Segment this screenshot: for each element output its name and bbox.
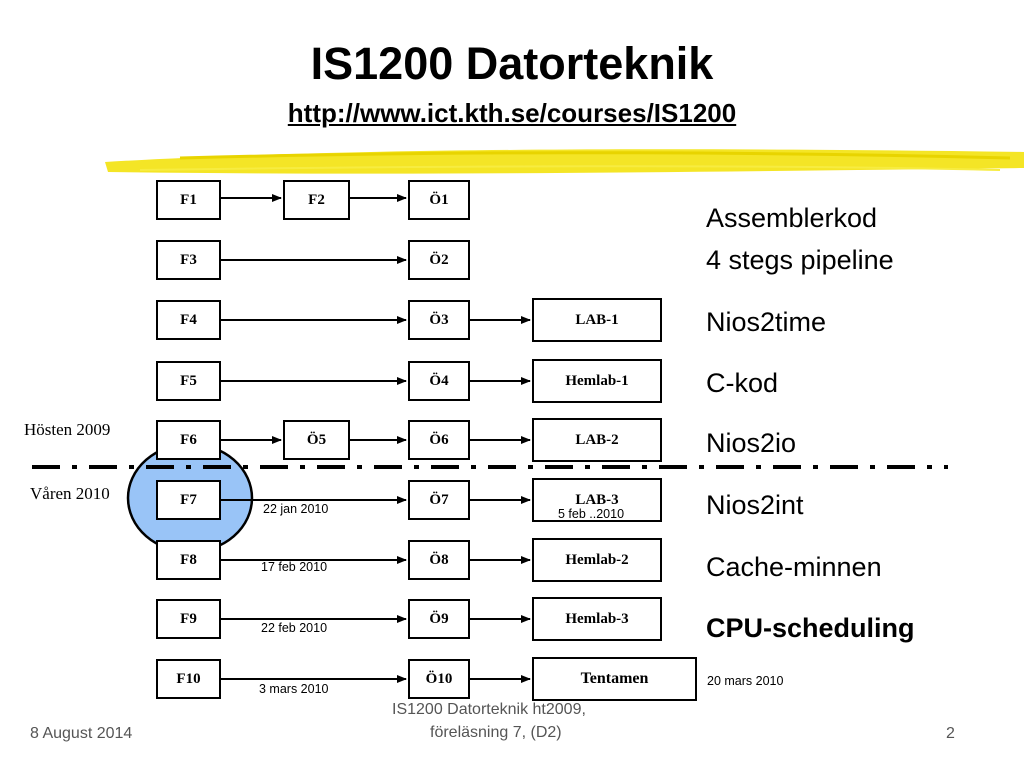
lab-box-lab2: LAB-2 <box>532 418 662 462</box>
exercise-box-o1: Ö1 <box>408 180 470 220</box>
lab-box-lab3-label: LAB-3 <box>575 492 619 508</box>
exercise-box-o5: Ö5 <box>283 420 350 460</box>
topic-nios2io: Nios2io <box>706 428 797 458</box>
exercise-box-o7: Ö7 <box>408 480 470 520</box>
exercise-box-o3: Ö3 <box>408 300 470 340</box>
lab-box-hemlab1: Hemlab-1 <box>532 359 662 403</box>
footer-page-number: 2 <box>946 725 955 742</box>
footer-course-line2: föreläsning 7, (D2) <box>430 724 562 741</box>
topic-pipeline: 4 stegs pipeline <box>706 245 894 275</box>
lab-box-hemlab2: Hemlab-2 <box>532 538 662 582</box>
exercise-box-o9: Ö9 <box>408 599 470 639</box>
semester-label-spring: Våren 2010 <box>30 484 110 503</box>
lecture-box-f6: F6 <box>156 420 221 460</box>
lecture-box-f10: F10 <box>156 659 221 699</box>
topic-cpu-scheduling: CPU-scheduling <box>706 613 915 643</box>
lecture-box-f7: F7 <box>156 480 221 520</box>
topic-c-kod: C-kod <box>706 368 779 398</box>
arrows <box>221 194 531 683</box>
lecture-box-f1: F1 <box>156 180 221 220</box>
lecture-box-f2: F2 <box>283 180 350 220</box>
exercise-box-o2: Ö2 <box>408 240 470 280</box>
lecture-box-f3: F3 <box>156 240 221 280</box>
exercise-box-o4: Ö4 <box>408 361 470 401</box>
date-note-lab3: 5 feb ..2010 <box>558 507 625 521</box>
exercise-box-o10: Ö10 <box>408 659 470 699</box>
footer-course-line1: IS1200 Datorteknik ht2009, <box>392 701 586 718</box>
topic-nios2int: Nios2int <box>706 490 804 520</box>
yellow-brush-stroke <box>105 149 1024 174</box>
lab-box-tentamen: Tentamen <box>532 657 697 701</box>
date-note-f10: 3 mars 2010 <box>259 682 329 696</box>
slide-title: IS1200 Datorteknik <box>310 38 714 89</box>
date-note-tentamen: 20 mars 2010 <box>707 674 784 688</box>
topic-assemblerkod: Assemblerkod <box>706 203 878 233</box>
topic-nios2time: Nios2time <box>706 307 827 337</box>
date-note-f9: 22 feb 2010 <box>261 621 328 635</box>
course-url-link[interactable]: http://www.ict.kth.se/courses/IS1200 <box>287 98 737 128</box>
lab-box-lab1: LAB-1 <box>532 298 662 342</box>
lecture-box-f8: F8 <box>156 540 221 580</box>
exercise-box-o8: Ö8 <box>408 540 470 580</box>
footer-date: 8 August 2014 <box>30 725 133 742</box>
lecture-box-f9: F9 <box>156 599 221 639</box>
date-note-f8: 17 feb 2010 <box>261 560 328 574</box>
lecture-box-f5: F5 <box>156 361 221 401</box>
lab-box-lab3: LAB-3 <box>532 478 662 522</box>
semester-label-fall: Hösten 2009 <box>24 420 111 439</box>
lecture-box-f4: F4 <box>156 300 221 340</box>
lab-box-hemlab3: Hemlab-3 <box>532 597 662 641</box>
exercise-box-o6: Ö6 <box>408 420 470 460</box>
topic-cache-minnen: Cache-minnen <box>706 552 882 582</box>
date-note-f7: 22 jan 2010 <box>263 502 329 516</box>
